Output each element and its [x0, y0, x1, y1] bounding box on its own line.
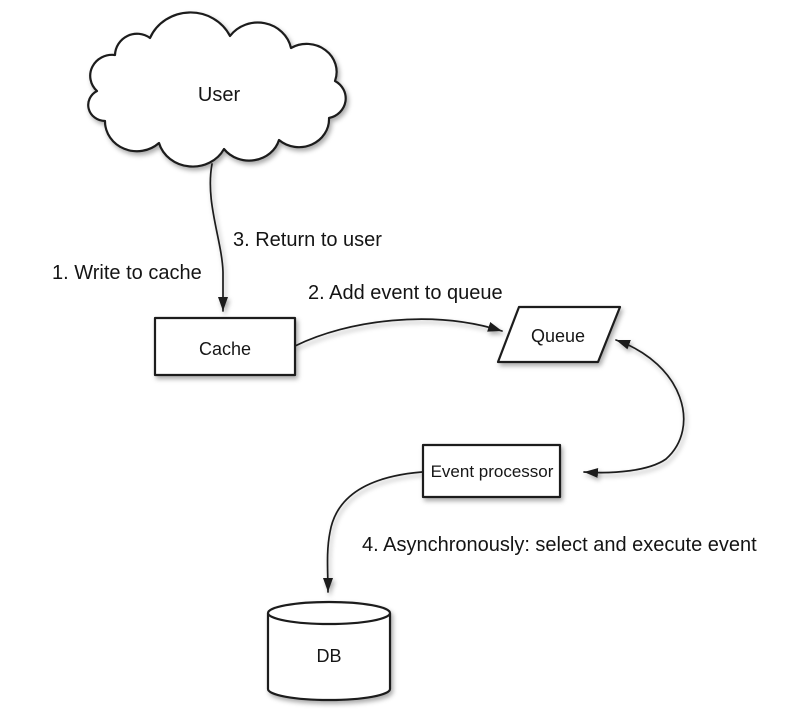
user-label: User [198, 84, 241, 106]
edge-user-to-cache [209, 163, 228, 312]
event-processor-label: Event processor [431, 462, 554, 481]
step3-label: 3. Return to user [233, 229, 382, 251]
user-cloud-shape [87, 11, 347, 168]
event-processor-box-shape [421, 443, 562, 499]
edge-event-processor-to-db [322, 471, 423, 593]
step2-label: 2. Add event to queue [308, 282, 503, 304]
cache-label: Cache [199, 339, 251, 359]
queue-label: Queue [531, 326, 585, 346]
db-cylinder-shape [266, 600, 392, 702]
edge-queue-event-processor [583, 339, 685, 478]
db-cylinder-body [266, 613, 392, 702]
step4-label: 4. Asynchronously: select and execute ev… [362, 534, 757, 556]
step1-label: 1. Write to cache [52, 262, 202, 284]
db-cylinder-top [266, 600, 392, 626]
edge-cache-to-queue [294, 318, 503, 347]
cache-box-shape [153, 316, 297, 377]
queue-parallelogram-shape [496, 305, 622, 364]
db-label: DB [316, 646, 341, 666]
